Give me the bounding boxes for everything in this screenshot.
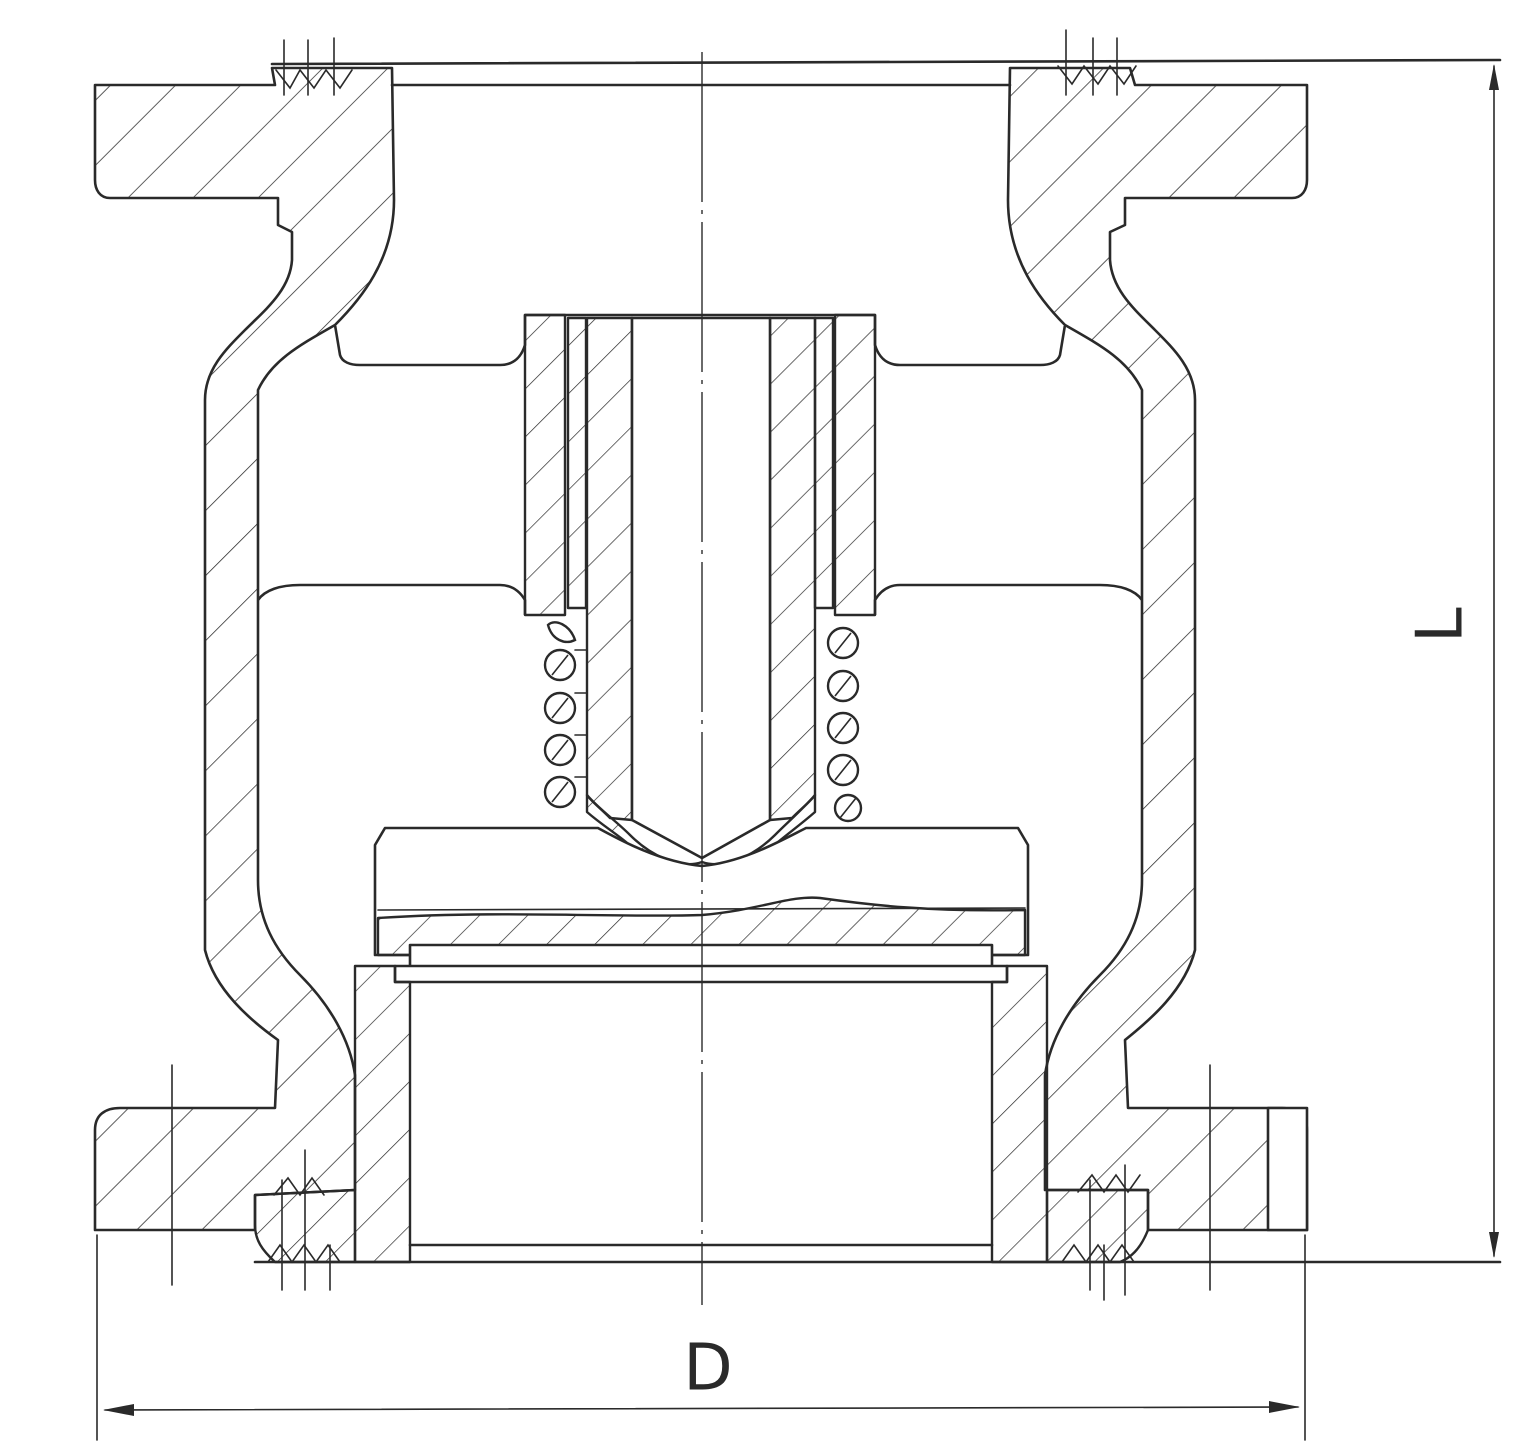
dimension-length-label: L	[1404, 607, 1478, 643]
spring-left	[543, 621, 588, 809]
top-face-line	[270, 58, 1502, 66]
stem-tube-left-wall	[585, 316, 634, 822]
dimension-length: L	[1404, 64, 1499, 1258]
spring-right	[826, 626, 863, 823]
guide-sleeve-right	[813, 316, 835, 610]
seat-gasket	[393, 964, 1009, 984]
guide-bushing-right	[833, 313, 877, 617]
seat-sleeve-left	[353, 964, 412, 1264]
dimension-diameter-arrow-left	[103, 1404, 134, 1416]
dimension-length-arrow-top	[1489, 64, 1499, 90]
valve-body-left-wall	[93, 66, 396, 1232]
seat-gasket-top	[408, 943, 994, 969]
seat-sleeve-right	[990, 964, 1049, 1264]
upper-guide-rib	[333, 313, 1067, 367]
lower-guide-rib	[256, 583, 1144, 615]
dimension-diameter-line	[104, 1406, 1299, 1411]
valve-stem	[630, 316, 772, 860]
weld-symbols	[171, 29, 1211, 1301]
spring-coil-top	[546, 621, 577, 644]
stem-tube-right-wall	[768, 316, 817, 822]
guide-bushing-left	[523, 313, 567, 617]
valve-body-right-wall	[1006, 66, 1309, 1232]
dimension-diameter-label: D	[683, 1332, 732, 1406]
guide-sleeve-left	[566, 316, 588, 610]
dimension-length-arrow-bottom	[1489, 1232, 1499, 1258]
flange-bolt-hole	[1266, 1106, 1309, 1232]
bottom-weld-right	[1045, 1188, 1150, 1264]
dimension-diameter-arrow-right	[1269, 1401, 1300, 1413]
dimension-diameter: D	[96, 1234, 1306, 1441]
